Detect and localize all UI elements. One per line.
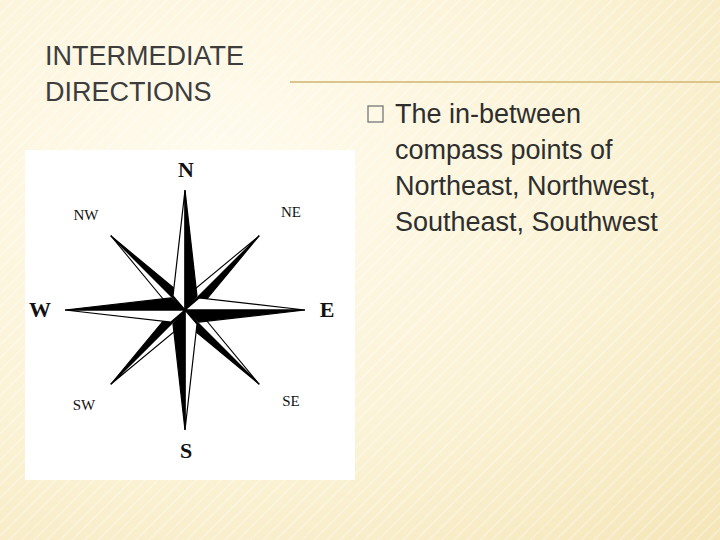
slide-title: INTERMEDIATE DIRECTIONS xyxy=(45,38,295,110)
direction-label: W xyxy=(29,297,51,323)
bullet-text: The in-between compass points of Northea… xyxy=(395,96,663,240)
direction-label: NE xyxy=(281,204,301,221)
compass-rose xyxy=(65,190,305,430)
direction-label: SW xyxy=(73,397,96,414)
direction-label: N xyxy=(178,157,194,183)
title-rule xyxy=(290,81,720,83)
direction-label: SE xyxy=(282,393,300,410)
direction-label: NW xyxy=(74,207,99,224)
direction-label: E xyxy=(320,297,335,323)
bullet-symbol xyxy=(368,106,383,122)
direction-label: S xyxy=(180,438,192,464)
image-ground xyxy=(25,150,355,480)
